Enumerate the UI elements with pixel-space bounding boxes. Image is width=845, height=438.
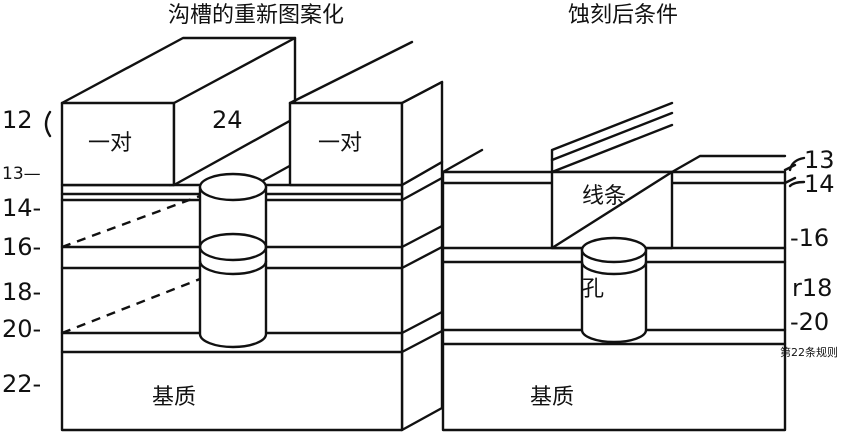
line-label: 线条 bbox=[582, 184, 626, 209]
left-block-a bbox=[60, 36, 297, 187]
right-title: 蚀刻后条件 bbox=[568, 3, 678, 28]
left-pair-label-b: 一对 bbox=[318, 131, 362, 156]
ref-13-right: 13 bbox=[804, 146, 835, 174]
rule-label: 第22条规则 bbox=[780, 345, 838, 359]
left-title: 沟槽的重新图案化 bbox=[168, 3, 344, 28]
hole-label: 孔 bbox=[582, 277, 604, 302]
ref-14-left: 14- bbox=[2, 194, 41, 222]
right-structure: 线条 孔 基质 第22条规则 13 14 -16 r18 -20 bbox=[441, 101, 838, 432]
ref-12: 12 bbox=[2, 106, 33, 134]
ref-16-left: 16- bbox=[2, 233, 41, 261]
brace-12 bbox=[44, 110, 52, 138]
left-pillar bbox=[198, 172, 268, 349]
left-side-face bbox=[400, 160, 444, 432]
left-pair-label-a: 一对 bbox=[88, 131, 132, 156]
left-dashed-lines bbox=[61, 194, 201, 335]
ref-14-right: 14 bbox=[804, 170, 835, 198]
left-substrate-label: 基质 bbox=[152, 385, 196, 410]
ref-22-left: 22- bbox=[2, 370, 41, 398]
left-block-b bbox=[288, 40, 444, 187]
trench-label: 24 bbox=[212, 106, 243, 134]
ref-20-left: 20- bbox=[2, 315, 41, 343]
right-hole bbox=[580, 236, 648, 344]
right-substrate-label: 基质 bbox=[530, 385, 574, 410]
left-structure: 一对 一对 24 基质 12 13— 14- 16- 18- 20- 22- bbox=[2, 36, 444, 432]
ref-18-right: r18 bbox=[792, 274, 832, 302]
ref-16-right: -16 bbox=[790, 224, 829, 252]
ref-13-left: 13— bbox=[2, 164, 41, 184]
ref-20-right: -20 bbox=[790, 308, 829, 336]
ref-18-left: 18- bbox=[2, 278, 41, 306]
